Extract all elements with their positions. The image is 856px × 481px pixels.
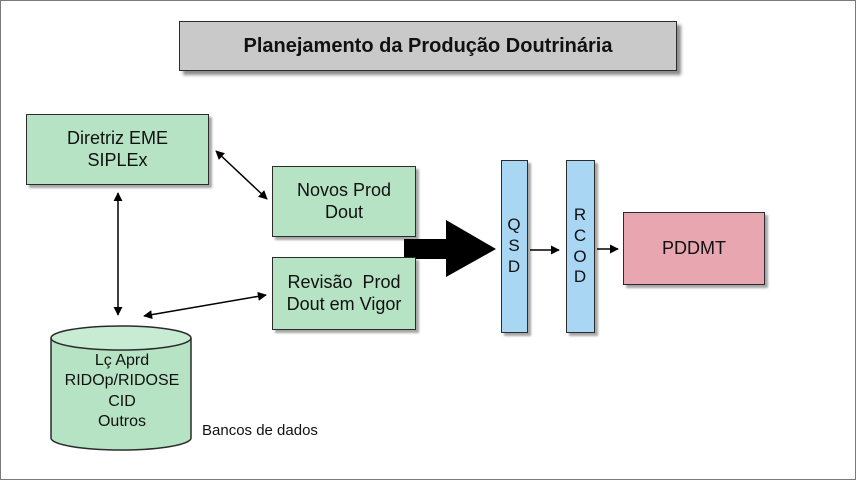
node-diretriz-line-2: SIPLEx — [87, 149, 148, 170]
node-revisao-line-2: Dout em Vigor — [286, 293, 402, 314]
database-line-3: CID — [108, 392, 136, 410]
node-rcod-letter-4: D — [573, 267, 588, 287]
node-diretriz-eme: Diretriz EME SIPLEx — [26, 114, 209, 185]
node-pddmt: PDDMT — [623, 212, 765, 285]
node-qsd-letter-3: D — [507, 256, 522, 276]
node-revisao-prod-dout: Revisão Prod Dout em Vigor — [272, 257, 416, 330]
title-text: Planejamento da Produção Doutrinária — [243, 35, 613, 57]
node-novos-prod-dout: Novos Prod Dout — [272, 166, 416, 237]
node-revisao-line-1: Revisão Prod — [287, 271, 401, 292]
database-line-1: Lç Aprd — [94, 352, 150, 369]
node-rcod-letter-3: O — [573, 246, 588, 266]
node-diretriz-line-1: Diretriz EME — [66, 127, 168, 148]
database-caption: Bancos de dados — [202, 422, 318, 439]
node-rcod: R C O D — [566, 160, 595, 333]
arrow-diretriz-novos — [215, 150, 268, 200]
node-pddmt-text: PDDMT — [662, 237, 726, 258]
database-cylinder — [50, 325, 192, 451]
node-qsd: Q S D — [501, 160, 528, 333]
arrow-database-revisao — [143, 291, 267, 320]
database-labels: Lç Aprd RIDOp/RIDOSE CID Outros — [51, 351, 193, 433]
node-rcod-letter-2: C — [573, 225, 588, 245]
database-line-2: RIDOp/RIDOSE — [64, 372, 180, 390]
node-novos-line-1: Novos Prod — [296, 179, 392, 200]
big-arrow-to-qsd — [404, 220, 496, 277]
node-qsd-letter-1: Q — [507, 215, 522, 235]
node-novos-line-2: Dout — [324, 201, 364, 222]
database-line-4: Outros — [97, 413, 146, 431]
diagram-title: Planejamento da Produção Doutrinária — [179, 21, 677, 71]
node-rcod-letter-1: R — [573, 205, 588, 225]
node-qsd-letter-2: S — [508, 236, 521, 256]
